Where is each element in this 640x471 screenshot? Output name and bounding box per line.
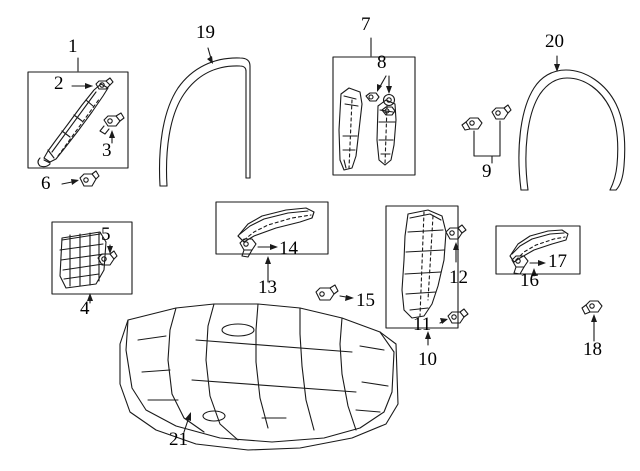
- callout-label-6: 6: [41, 173, 51, 194]
- callout-label-10: 10: [418, 349, 437, 370]
- part-20-weatherstrip: [518, 69, 626, 191]
- clip-18: [581, 300, 603, 315]
- leader-9-bracket: [473, 120, 501, 157]
- clip-15: [315, 284, 339, 301]
- callout-label-14: 14: [279, 238, 298, 259]
- callout-label-13: 13: [258, 277, 277, 298]
- callout-label-5: 5: [101, 224, 111, 245]
- callout-label-16: 16: [520, 270, 539, 291]
- callout-label-18: 18: [583, 339, 602, 360]
- callout-label-21: 21: [169, 429, 188, 450]
- part-10-garnish: [401, 209, 447, 319]
- callout-label-3: 3: [102, 140, 112, 161]
- callout-label-19: 19: [196, 22, 215, 43]
- callout-label-8: 8: [377, 52, 387, 73]
- part-box-4: [51, 221, 133, 295]
- part-box-7: [332, 56, 416, 176]
- clip-8a: [365, 92, 380, 102]
- part-19-weatherstrip: [158, 57, 251, 187]
- callout-label-12: 12: [449, 267, 468, 288]
- part-box-10: [385, 205, 459, 329]
- callout-label-17: 17: [548, 251, 567, 272]
- clip-8c: [381, 106, 396, 116]
- clip-11: [447, 308, 469, 324]
- clip-5: [97, 250, 118, 266]
- clip-14: [239, 238, 257, 258]
- clip-9b: [491, 104, 512, 120]
- part-16-scuff-plate: [509, 229, 569, 263]
- callout-label-9: 9: [482, 161, 492, 182]
- part-box-1: [27, 71, 129, 169]
- callout-label-20: 20: [545, 31, 564, 52]
- callout-label-15: 15: [356, 290, 375, 311]
- part-box-16: [495, 225, 581, 275]
- callout-label-1: 1: [68, 36, 78, 57]
- part-21-carpet: [119, 303, 399, 451]
- callout-label-11: 11: [413, 314, 432, 335]
- part-13-scuff-plate: [237, 207, 315, 243]
- callout-label-7: 7: [361, 14, 371, 35]
- clip-17: [511, 255, 529, 275]
- clip-12: [445, 224, 467, 240]
- clip-8b: [382, 93, 396, 107]
- callout-label-4: 4: [80, 298, 90, 319]
- part-box-13: [215, 201, 329, 255]
- part-4-net: [59, 231, 107, 289]
- clip-9a: [461, 117, 483, 131]
- callout-label-2: 2: [54, 73, 64, 94]
- part-6: [79, 170, 100, 187]
